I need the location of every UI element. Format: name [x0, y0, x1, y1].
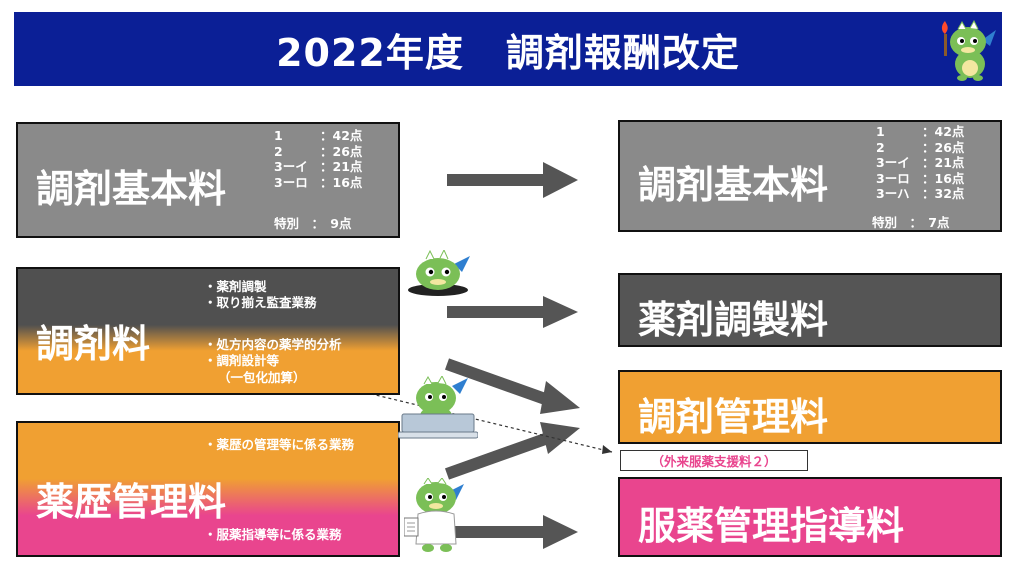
- left-kihon-title: 調剤基本料: [36, 167, 227, 211]
- left-chozai-item-4: ・調剤設計等: [204, 353, 280, 368]
- right-yakuzai-title: 薬剤調製料: [638, 298, 829, 342]
- arrow-fukuyaku: [447, 515, 578, 549]
- right-yakuzai-box: 薬剤調製料: [618, 273, 1002, 347]
- document-icon: [404, 517, 419, 537]
- arrow-to-kanri-from-yakureki: [444, 422, 580, 480]
- right-kanri-box: 調剤管理料: [618, 370, 1002, 444]
- arrow-yakuzai: [447, 296, 578, 328]
- left-yakureki-title: 薬歴管理料: [36, 480, 227, 524]
- arrow-kihon: [447, 162, 578, 198]
- left-yakureki-item-1: ・薬歴の管理等に係る業務: [204, 437, 355, 452]
- left-yakureki-item-2: ・服薬指導等に係る業務: [204, 527, 342, 542]
- left-kihon-points: 1：42点 2：26点 3ーイ：21点 3ーロ：16点: [274, 128, 363, 190]
- gairai-tag: （外来服薬支援料２）: [620, 450, 808, 471]
- title-year: 2022年度: [276, 30, 464, 75]
- dragon-mascot-icon: [398, 376, 478, 439]
- right-fukuyaku-box: 服薬管理指導料: [618, 477, 1002, 557]
- right-kihon-points: 1：42点 2：26点 3ーイ：21点 3ーロ：16点 3ーハ：32点: [876, 124, 965, 201]
- dragon-mascot-icon: [408, 250, 470, 296]
- title-main: 調剤報酬改定: [505, 30, 740, 75]
- left-chozai-item-2: ・取り揃え監査業務: [204, 295, 317, 310]
- right-kihon-title: 調剤基本料: [638, 163, 829, 207]
- left-chozai-note: （一包化加算）: [218, 370, 306, 385]
- dragon-mascot-icon: [404, 478, 464, 552]
- left-chozai-box: 調剤料 ・薬剤調製 ・取り揃え監査業務 ・処方内容の薬学的分析 ・調剤設計等 （…: [16, 267, 400, 395]
- left-kihon-box: 調剤基本料 1：42点 2：26点 3ーイ：21点 3ーロ：16点 特別 ： 9…: [16, 122, 400, 238]
- right-fukuyaku-title: 服薬管理指導料: [638, 504, 905, 548]
- left-chozai-item-3: ・処方内容の薬学的分析: [204, 337, 342, 352]
- torch-icon: [941, 21, 948, 56]
- left-chozai-item-1: ・薬剤調製: [204, 279, 267, 294]
- arrow-to-kanri-from-chozai: [444, 358, 580, 414]
- right-kanri-title: 調剤管理料: [638, 395, 829, 439]
- laptop-icon: [398, 413, 478, 439]
- right-kihon-tokubetsu: 特別 ： 7点: [872, 215, 950, 230]
- title-banner: 2022年度 調剤報酬改定: [14, 12, 1002, 86]
- left-chozai-title: 調剤料: [36, 322, 151, 366]
- left-yakureki-box: 薬歴管理料 ・薬歴の管理等に係る業務 ・服薬指導等に係る業務: [16, 421, 400, 557]
- dragon-mascot-icon: [941, 20, 996, 81]
- left-kihon-tokubetsu: 特別 ： 9点: [274, 216, 352, 231]
- right-kihon-box: 調剤基本料 1：42点 2：26点 3ーイ：21点 3ーロ：16点 3ーハ：32…: [618, 120, 1002, 232]
